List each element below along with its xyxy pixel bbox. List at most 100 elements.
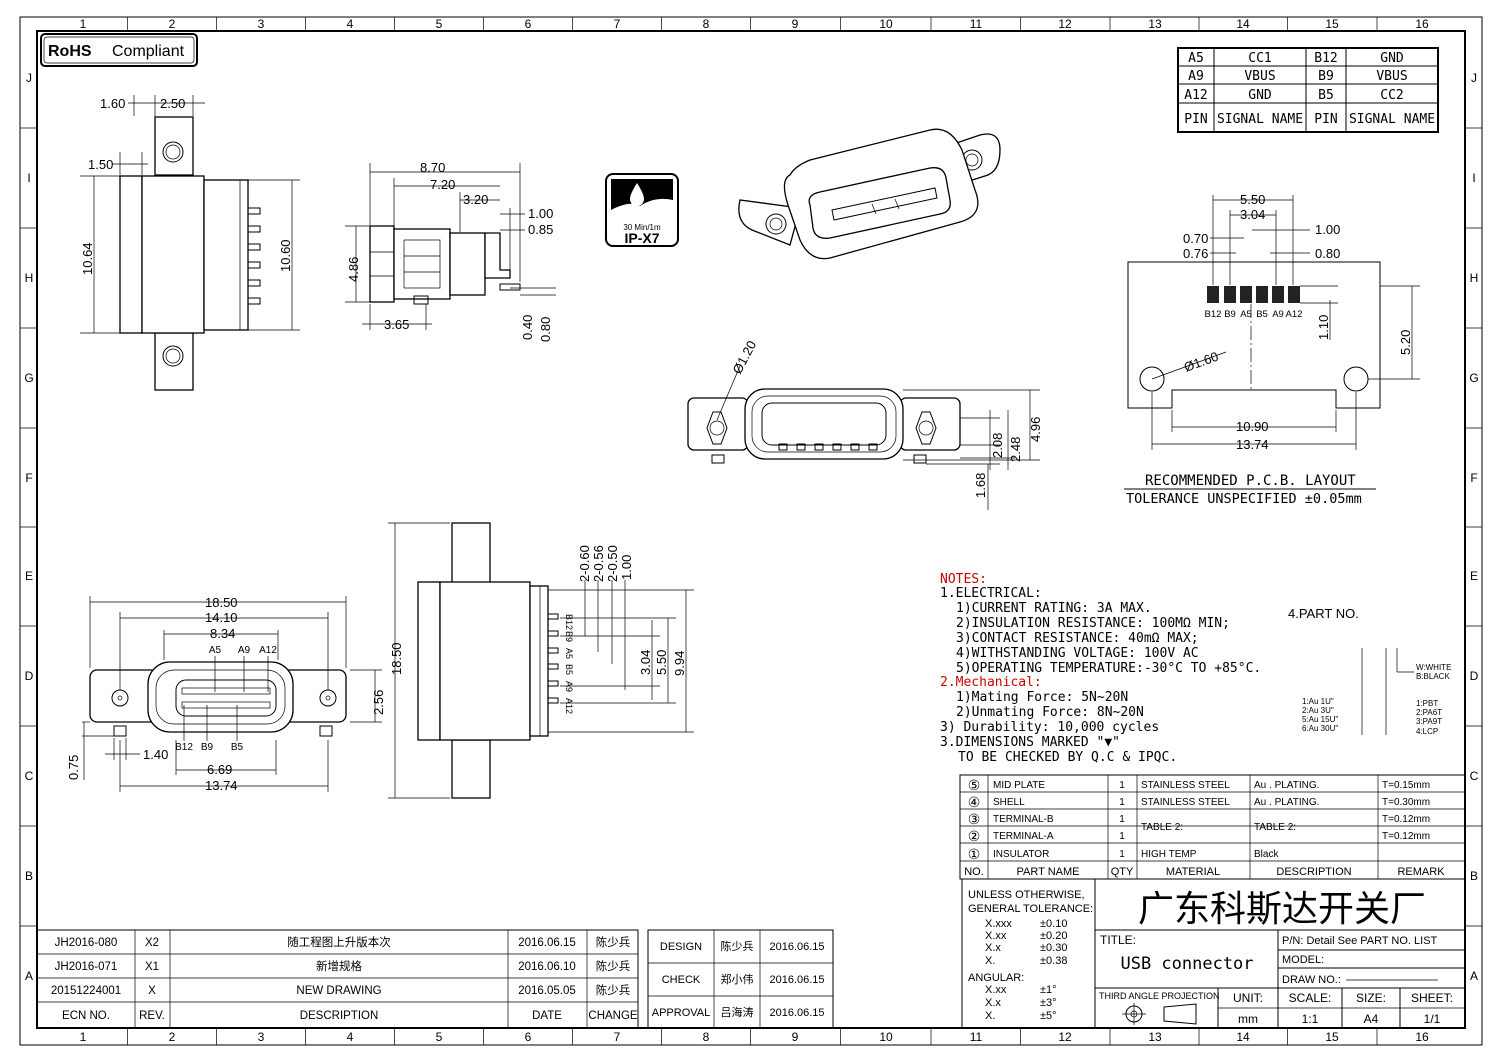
notes-block: NOTES: 1.ELECTRICAL:1)CURRENT RATING: 3A… — [940, 572, 1451, 765]
zone-col-top: 3 — [258, 17, 265, 31]
zone-col-bottom: 8 — [703, 1030, 710, 1044]
pin-table-cell: SIGNAL NAME — [1217, 112, 1303, 127]
mid-dim-3: 2.48 — [1008, 437, 1023, 462]
projection-label: THIRD ANGLE PROJECTION — [1099, 991, 1220, 1001]
bf-dim-4: 2.56 — [371, 690, 386, 715]
bom-part-name: TERMINAL-B — [993, 814, 1054, 825]
bom-description: TABLE 2: — [1254, 822, 1296, 833]
bom-header-name: PART NAME — [1017, 866, 1080, 878]
bom-header-remark: REMARK — [1397, 866, 1445, 878]
zone-row-right: I — [1472, 171, 1475, 185]
pcb-pin-label: B9 — [1224, 309, 1236, 320]
zone-col-bottom: 12 — [1058, 1030, 1072, 1044]
note-line: 3) Durability: 10,000 cycles — [940, 720, 1159, 735]
zone-col-top: 10 — [879, 17, 893, 31]
front-dim-6: 4.86 — [346, 257, 361, 282]
zone-row-right: D — [1470, 669, 1479, 683]
angular-title: ANGULAR: — [968, 972, 1024, 984]
bf-dim-1: 18.50 — [205, 595, 238, 610]
mid-dim-5: 1.68 — [973, 473, 988, 498]
pcb-pin-label: B5 — [1256, 309, 1268, 320]
note-line: 3.DIMENSIONS MARKED "▼" — [940, 735, 1120, 750]
front-dim-2: 7.20 — [430, 177, 455, 192]
bom-material: STAINLESS STEEL — [1141, 797, 1230, 808]
company-name: 广东科斯达开关厂 — [1138, 889, 1426, 930]
zone-col-top: 7 — [614, 17, 621, 31]
front-view-drawing: 8.70 7.20 3.20 1.00 0.85 4.86 3.65 0.40 … — [345, 160, 556, 342]
pcb-pin-label: A9 — [1272, 309, 1284, 320]
bom-header-material: MATERIAL — [1166, 866, 1220, 878]
pcb-mount-hole-left — [1139, 366, 1165, 392]
bf-bottom-pin-label: B12 — [175, 742, 193, 753]
zone-row-left: D — [25, 669, 34, 683]
zone-row-left: J — [26, 71, 32, 85]
bs-dim-2: 2-0.56 — [591, 545, 606, 582]
approval-cell: 2016.06.15 — [769, 974, 824, 986]
tolerance-value: ±0.30 — [1040, 942, 1067, 954]
note-line: 1)CURRENT RATING: 3A MAX. — [956, 601, 1152, 616]
sheet-label: SHEET: — [1411, 991, 1453, 1005]
bom-header-description: DESCRIPTION — [1276, 866, 1351, 878]
material-option: 2:PA6T — [1416, 708, 1442, 717]
zone-col-bottom: 4 — [347, 1030, 354, 1044]
plating-option: 6:Au 30U" — [1302, 724, 1338, 733]
zone-col-bottom: 7 — [614, 1030, 621, 1044]
mid-dim-1: Ø1.20 — [729, 338, 759, 376]
zone-row-right: F — [1470, 471, 1477, 485]
bom-part-name: SHELL — [993, 797, 1025, 808]
tolerance-title-1: UNLESS OTHERWISE, — [968, 889, 1085, 901]
pin-table-cell: B5 — [1318, 88, 1334, 103]
approval-cell: 2016.06.15 — [769, 941, 824, 953]
front-dim-3: 3.20 — [463, 192, 488, 207]
bf-dim-7: 6.69 — [207, 762, 232, 777]
tolerance-title-2: GENERAL TOLERANCE: — [968, 903, 1093, 915]
mid-front-view-drawing: Ø1.20 2.08 2.48 4.96 1.68 — [687, 338, 1043, 510]
inner-frame — [36, 30, 1466, 1029]
plating-option: 2:Au 3U" — [1302, 706, 1334, 715]
bom-part-name: MID PLATE — [993, 780, 1045, 791]
revision-header: DATE — [532, 1010, 562, 1022]
tolerance-key: X.xx — [985, 930, 1007, 942]
revision-header: CHANGE — [588, 1010, 638, 1022]
note-line: 2)INSULATION RESISTANCE: 100MΩ MIN; — [956, 616, 1230, 631]
zone-col-top: 12 — [1058, 17, 1072, 31]
revision-cell: 20151224001 — [51, 985, 121, 997]
pin-table-cell: B9 — [1318, 69, 1334, 84]
drawing-title: USB connector — [1120, 954, 1253, 974]
tolerance-value: ±0.10 — [1040, 918, 1067, 930]
third-angle-projection-icon — [1122, 1003, 1197, 1025]
ipx7-line1: 30 Min/1m — [623, 223, 661, 232]
zone-col-top: 11 — [970, 17, 983, 31]
zone-row-right: C — [1470, 769, 1479, 783]
pcb-dim-3: 1.00 — [1315, 222, 1340, 237]
pin-table-cell: GND — [1380, 51, 1404, 66]
bom-material: TABLE 2: — [1141, 822, 1183, 833]
note-line: 2.Mechanical: — [940, 675, 1042, 690]
pin-table-cell: GND — [1248, 88, 1272, 103]
front-dim-8: 0.40 — [520, 315, 535, 340]
note-line: 2)Unmating Force: 8N~20N — [956, 705, 1144, 720]
zone-col-bottom: 15 — [1325, 1030, 1339, 1044]
mid-dim-2: 2.08 — [990, 433, 1005, 458]
scale-value: 1:1 — [1302, 1012, 1319, 1026]
bf-dim-8: 13.74 — [205, 778, 238, 793]
size-label: SIZE: — [1356, 991, 1386, 1005]
color-option: B:BLACK — [1416, 672, 1450, 681]
angular-value: ±3° — [1040, 997, 1057, 1009]
note-line: 4)WITHSTANDING VOLTAGE: 100V AC — [956, 646, 1199, 661]
pcb-dim-5: 0.80 — [1315, 246, 1340, 261]
material-option: 4:LCP — [1416, 727, 1438, 736]
part-number: P/N: Detail See PART NO. LIST — [1282, 935, 1438, 947]
pcb-dim-2: 3.04 — [1240, 207, 1265, 222]
side-dim-1: 1.60 — [100, 96, 125, 111]
bs-dim-1: 2-0.60 — [577, 545, 592, 582]
tolerance-value: ±0.38 — [1040, 955, 1067, 967]
title-label: TITLE: — [1100, 933, 1136, 947]
approval-cell: 2016.06.15 — [769, 1007, 824, 1019]
side-dim-2: 2.50 — [160, 96, 185, 111]
